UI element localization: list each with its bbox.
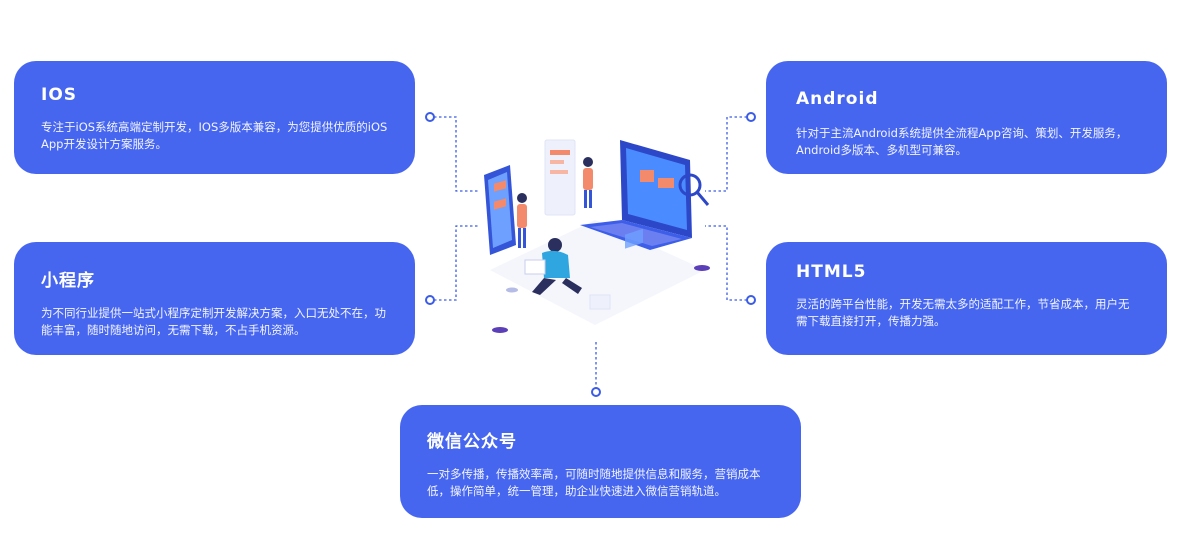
card-description: 针对于主流Android系统提供全流程App咨询、策划、开发服务，Android…	[796, 126, 1128, 157]
card-mini-program: 小程序 为不同行业提供一站式小程序定制开发解决方案，入口无处不在，功能丰富，随时…	[14, 242, 415, 355]
card-title: HTML5	[796, 262, 867, 282]
connector-mini-program	[434, 225, 478, 301]
card-title: IOS	[41, 85, 78, 105]
connector-dot-android	[746, 112, 756, 122]
card-description: 专注于iOS系统高端定制开发，IOS多版本兼容，为您提供优质的iOS App开发…	[41, 120, 388, 151]
card-title: Android	[796, 89, 879, 109]
connector-html5	[705, 225, 747, 301]
phone-graphic	[484, 165, 516, 255]
card-description: 灵活的跨平台性能，开发无需太多的适配工作，节省成本，用户无需下载直接打开，传播力…	[796, 297, 1130, 328]
card-wechat: 微信公众号 一对多传播，传播效率高，可随时随地提供信息和服务，营销成本低，操作简…	[400, 405, 801, 518]
background-panel	[544, 139, 576, 216]
card-android: Android 针对于主流Android系统提供全流程App咨询、策划、开发服务…	[766, 61, 1167, 174]
connector-android	[705, 116, 747, 192]
connector-ios	[434, 116, 478, 192]
card-title: 小程序	[41, 271, 95, 291]
connector-dot-mini-program	[425, 295, 435, 305]
floating-card	[625, 228, 643, 249]
sitting-person-graphic	[524, 238, 582, 295]
floating-card	[589, 294, 611, 310]
standing-person-left-graphic	[517, 193, 527, 248]
center-illustration	[484, 139, 710, 333]
card-html5: HTML5 灵活的跨平台性能，开发无需太多的适配工作，节省成本，用户无需下载直接…	[766, 242, 1167, 355]
card-ios: IOS 专注于iOS系统高端定制开发，IOS多版本兼容，为您提供优质的iOS A…	[14, 61, 415, 174]
card-description: 一对多传播，传播效率高，可随时随地提供信息和服务，营销成本低，操作简单，统一管理…	[427, 467, 761, 498]
connector-dot-ios	[425, 112, 435, 122]
standing-person-top-graphic	[583, 157, 593, 208]
connector-dot-wechat	[591, 387, 601, 397]
card-description: 为不同行业提供一站式小程序定制开发解决方案，入口无处不在，功能丰富，随时随地访问…	[41, 306, 386, 337]
connector-dot-html5	[746, 295, 756, 305]
card-title: 微信公众号	[427, 432, 517, 452]
magnifier-icon	[678, 173, 702, 197]
